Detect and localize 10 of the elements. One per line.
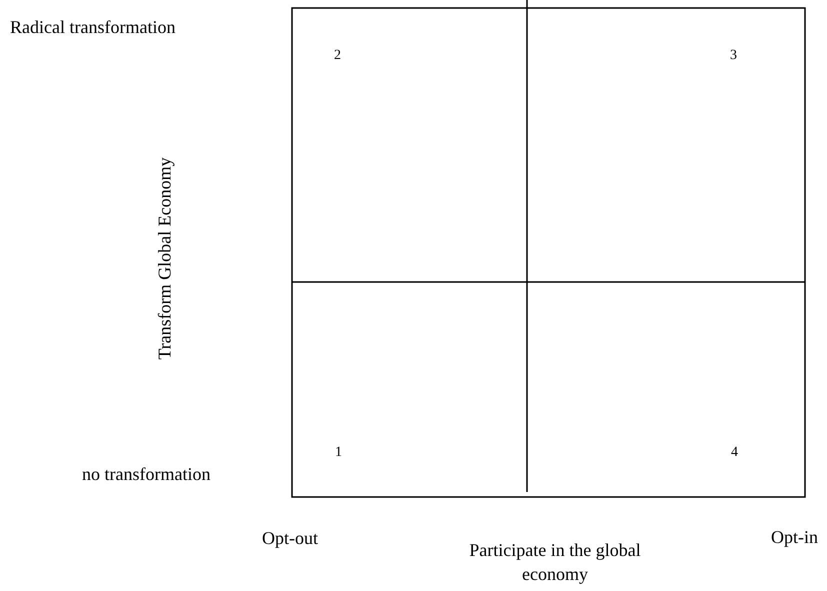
axis-end-label: no transformation bbox=[82, 463, 210, 486]
quadrant-number: 1 bbox=[335, 444, 342, 462]
axis-end-label: Opt-in bbox=[771, 526, 818, 549]
quadrant-number: 4 bbox=[731, 444, 738, 462]
quadrant-number: 3 bbox=[730, 47, 737, 65]
axis-end-label: Radical transformation bbox=[10, 16, 176, 39]
axis-title: Transform Global Economy bbox=[154, 156, 176, 362]
axis-title: Participate in the global economy bbox=[468, 539, 642, 586]
quadrant-number: 2 bbox=[334, 47, 341, 65]
axis-end-label: Opt-out bbox=[262, 527, 318, 550]
